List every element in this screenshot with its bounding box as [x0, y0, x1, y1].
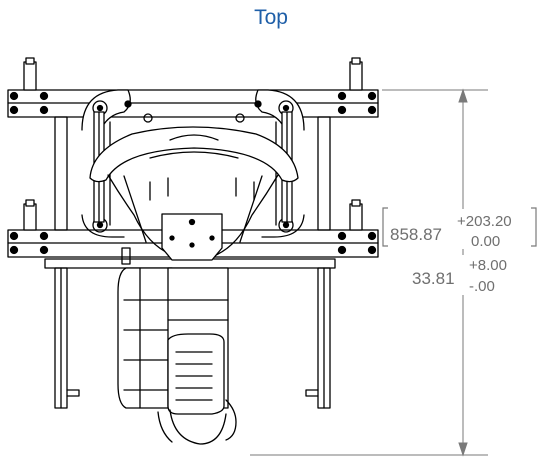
- tolerance-lower: -.00: [469, 278, 495, 295]
- ref-dimension-value: 858.87: [390, 225, 442, 244]
- open-bracket: [382, 207, 388, 247]
- vertical-posts: [54, 116, 331, 409]
- mounting-plate: [161, 213, 223, 261]
- ref-tolerance-lower: 0.00: [471, 233, 500, 250]
- robot-arm: [117, 247, 237, 445]
- ref-tolerance-upper: +203.20: [457, 213, 512, 230]
- top-pegs: [23, 57, 363, 91]
- top-frame-bar: [7, 89, 379, 118]
- close-bracket: [531, 207, 537, 247]
- dimension-value: 33.81: [412, 269, 455, 288]
- frame-bolts: [9, 91, 377, 255]
- tolerance-upper: +8.00: [469, 257, 507, 274]
- middle-pegs: [23, 199, 363, 231]
- dimension-labels: 858.87 +203.20 0.00 33.81 +8.00 -.00: [380, 207, 538, 295]
- view-title: Top: [254, 6, 288, 29]
